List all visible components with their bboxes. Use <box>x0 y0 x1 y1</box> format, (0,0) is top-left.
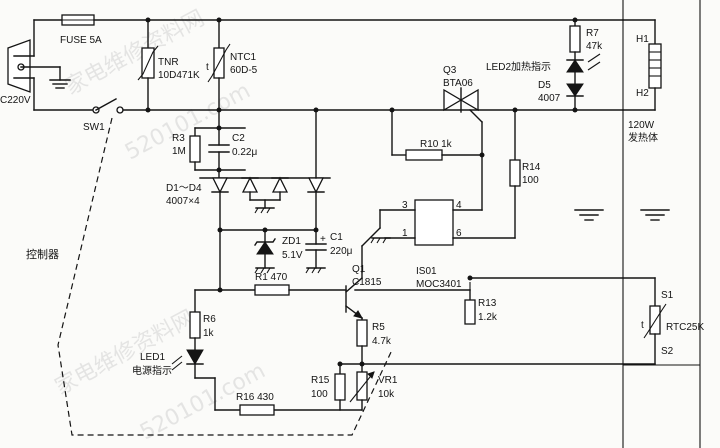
zd1-value: 5.1V <box>282 250 303 261</box>
r14-ref: R14 <box>522 162 541 173</box>
s2-label: S2 <box>661 346 674 357</box>
r3-ref: R3 <box>172 133 185 144</box>
led1-ref: LED1 <box>140 352 165 363</box>
watermark-text: 家电维修资料网 <box>51 306 199 400</box>
c1-ref: C1 <box>330 232 343 243</box>
c1-value: 220μ <box>330 246 353 257</box>
r14-value: 100 <box>522 175 539 186</box>
led1 <box>171 349 204 371</box>
heater-name: 发热体 <box>628 131 658 144</box>
pin-6: 6 <box>456 228 462 239</box>
heater-housing <box>622 0 701 448</box>
c2-ref: C2 <box>232 133 245 144</box>
capacitor-c2 <box>208 144 230 153</box>
r10-label: R10 1k <box>420 139 453 150</box>
fuse-label: FUSE 5A <box>60 35 102 46</box>
resistor-r1 <box>254 284 290 296</box>
controller-label: 控制器 <box>26 247 59 261</box>
heater-power: 120W <box>628 120 655 131</box>
q3-ref: Q3 <box>443 65 457 76</box>
led2-label: LED2加热指示 <box>486 60 551 73</box>
d5-value: 4007 <box>538 93 561 104</box>
resistor-r3 <box>189 135 201 163</box>
r1-label: R1 470 <box>255 272 288 283</box>
junctions <box>145 17 578 367</box>
ac-plug <box>7 19 71 111</box>
r13-value: 1.2k <box>478 312 498 323</box>
r6-value: 1k <box>203 328 215 339</box>
rtc-t: t <box>641 320 644 331</box>
ground-supply <box>254 267 326 274</box>
pin-4: 4 <box>456 200 462 211</box>
r13-ref: R13 <box>478 298 497 309</box>
r15-value: 100 <box>311 389 328 400</box>
ground-symbols <box>574 209 670 221</box>
ground-bridge <box>254 199 275 214</box>
ntc-t: t <box>206 62 209 73</box>
resistor-r14 <box>509 159 521 187</box>
resistor-r5 <box>356 319 368 347</box>
r5-value: 4.7k <box>372 336 392 347</box>
r7-ref: R7 <box>586 28 599 39</box>
pin-1: 1 <box>402 228 408 239</box>
h2-label: H2 <box>636 88 649 99</box>
potentiometer-vr1 <box>349 371 375 403</box>
vr1-value: 10k <box>378 389 395 400</box>
r3-value: 1M <box>172 146 186 157</box>
tnr-value: 10D471K <box>158 70 200 81</box>
controller-boundary <box>57 117 393 436</box>
q1-ref: Q1 <box>352 264 366 275</box>
bridge-value: 4007×4 <box>166 196 200 207</box>
s1-label: S1 <box>661 290 674 301</box>
ac-input-label: C220V <box>0 95 31 106</box>
r6-ref: R6 <box>203 314 216 325</box>
resistor-r16 <box>239 404 275 416</box>
led2 <box>566 53 601 73</box>
triac-q3 <box>443 87 483 156</box>
d5-ref: D5 <box>538 80 551 91</box>
q1-value: C1815 <box>352 277 382 288</box>
optocoupler-is01 <box>414 199 454 246</box>
rtc-ref: RTC25K <box>666 322 704 333</box>
opto-value: MOC3401 <box>416 279 462 290</box>
ground-opto <box>370 237 391 244</box>
q3-value: BTA06 <box>443 78 473 89</box>
pin-3: 3 <box>402 200 408 211</box>
varistor-tnr <box>137 19 159 111</box>
ntc-ref: NTC1 <box>230 52 257 63</box>
c1-plus: + <box>320 234 326 245</box>
r7-value: 47k <box>586 41 603 52</box>
sensor-rtc25k <box>643 303 667 339</box>
c2-value: 0.22μ <box>232 147 257 158</box>
resistor-r10 <box>405 149 443 161</box>
zd1-ref: ZD1 <box>282 236 301 247</box>
resistor-r13 <box>464 299 476 325</box>
resistor-r15 <box>334 373 346 401</box>
zener-zd1 <box>254 238 276 255</box>
r15-ref: R15 <box>311 375 330 386</box>
switch-sw1 <box>92 98 124 114</box>
resistor-r7 <box>569 25 581 53</box>
thermistor-ntc1 <box>207 19 231 111</box>
r5-ref: R5 <box>372 322 385 333</box>
bridge-ref: D1～D4 <box>166 183 202 194</box>
resistor-r6 <box>189 311 201 339</box>
ntc-value: 60D-5 <box>230 65 258 76</box>
tnr-ref: TNR <box>158 57 179 68</box>
led1-name: 电源指示 <box>132 364 172 377</box>
h1-label: H1 <box>636 34 649 45</box>
switch-label: SW1 <box>83 122 105 133</box>
opto-ref: IS01 <box>416 266 437 277</box>
heater-element <box>622 19 662 111</box>
r16-label: R16 430 <box>236 392 274 403</box>
bridge-rectifier <box>211 176 325 194</box>
diode-d5 <box>566 83 584 97</box>
vr1-ref: VR1 <box>378 375 398 386</box>
